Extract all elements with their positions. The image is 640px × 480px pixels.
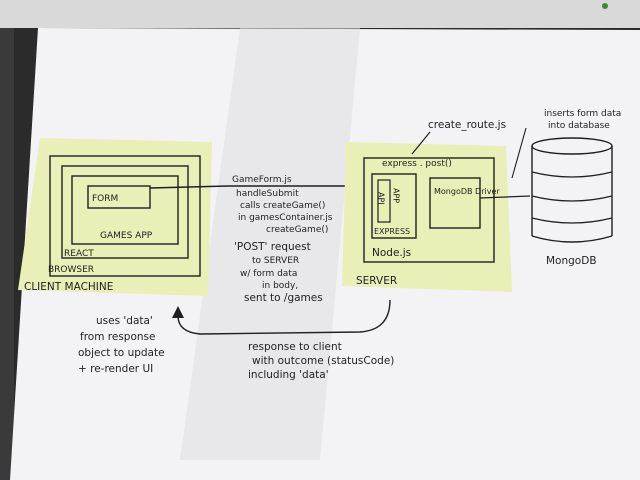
db-note-line1: inserts form data: [544, 109, 621, 119]
db-note-line2: into database: [548, 121, 610, 131]
shadow-band: [180, 28, 360, 460]
request-notes: GameForm.js handleSubmit calls createGam…: [232, 175, 333, 304]
mongodb-cylinder: [531, 137, 613, 243]
express-label: EXPRESS: [374, 227, 410, 236]
client-update-line3: object to update: [78, 347, 165, 359]
note-in-body: in body,: [262, 281, 298, 291]
mongodb-label: MongoDB: [546, 255, 597, 267]
note-to: to SERVER: [252, 256, 299, 266]
note-container: in gamesContainer.js: [238, 213, 333, 223]
form-box: [87, 185, 151, 209]
driver-to-db-line: [479, 195, 531, 199]
client-update-line2: from response: [80, 331, 155, 343]
form-label: FORM: [92, 194, 118, 204]
desk-edge: [0, 28, 14, 480]
create-route-pointer: [411, 131, 431, 155]
mongodb-driver-label: MongoDB Driver: [434, 187, 500, 196]
react-box: [61, 165, 189, 259]
client-update-line4: + re-render UI: [78, 363, 153, 375]
note-handler: handleSubmit: [236, 189, 299, 199]
api-label: API: [377, 192, 386, 205]
note-post: 'POST' request: [234, 241, 311, 253]
express-post-label: express . post(): [382, 159, 452, 169]
response-arrow: [177, 299, 391, 335]
laptop-indicator-light: [602, 3, 608, 9]
nodejs-box: [363, 157, 495, 263]
note-w-form: w/ form data: [240, 269, 297, 279]
react-label: REACT: [64, 249, 94, 259]
nodejs-label: Node.js: [372, 247, 411, 259]
mongodb-driver-box: [429, 177, 481, 229]
response-line1: response to client: [248, 341, 342, 353]
browser-label: BROWSER: [48, 265, 94, 275]
server-sticky-note: express . post() API APP EXPRESS MongoDB…: [342, 142, 512, 292]
games-app-box: [71, 175, 179, 245]
client-machine-caption: CLIENT MACHINE: [24, 281, 113, 293]
browser-box: [49, 155, 201, 277]
create-route-label: create_route.js: [428, 119, 506, 131]
client-sticky-note: FORM GAMES APP REACT BROWSER CLIENT MACH…: [18, 138, 212, 296]
express-box: [371, 173, 417, 239]
note-file: GameForm.js: [232, 175, 292, 185]
games-app-label: GAMES APP: [100, 231, 153, 241]
laptop-lid: [0, 0, 640, 28]
note-sent: sent to /games: [244, 292, 323, 304]
response-arrowhead: [172, 306, 184, 318]
api-box: [377, 179, 391, 223]
response-line2: with outcome (statusCode): [252, 355, 394, 367]
note-fn: createGame(): [266, 225, 328, 235]
request-arrow: [149, 185, 352, 189]
client-update-line1: uses 'data': [96, 315, 153, 327]
db-note-bracket: [511, 127, 527, 179]
note-calls: calls createGame(): [240, 201, 325, 211]
server-caption: SERVER: [356, 275, 397, 287]
app-label: APP: [392, 188, 401, 203]
response-line3: including 'data': [248, 369, 329, 381]
